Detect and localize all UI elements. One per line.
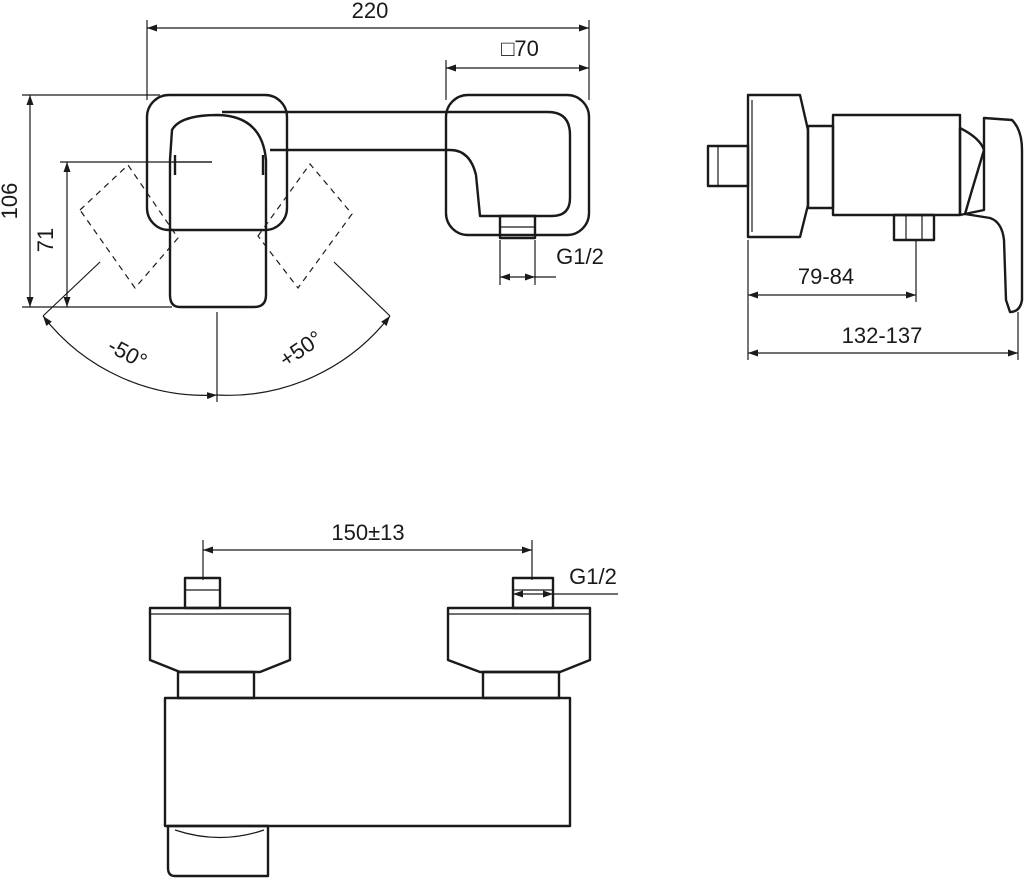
- handle-lever: [168, 113, 268, 309]
- connector-top-right: [481, 670, 561, 700]
- mixer-body-side: [831, 113, 962, 217]
- rosette-left: [145, 93, 289, 232]
- rosette-right: [444, 93, 591, 237]
- mixer-body-top: [163, 696, 572, 828]
- angle-right-label: +50°: [275, 326, 327, 373]
- front-view: 220 □70 106 71 G1/2 -50° +50°: [0, 0, 604, 402]
- dim-outlet-thread-label: G1/2: [556, 244, 604, 269]
- lever-profile: [963, 116, 1024, 314]
- rosette-top-left: [148, 606, 292, 674]
- dim-79-84-label: 79-84: [798, 264, 854, 289]
- dim-inlet-thread-label: G1/2: [569, 564, 617, 589]
- connector: [806, 124, 835, 210]
- dimension-rosette: □70: [446, 36, 589, 72]
- connector-top-left: [176, 670, 256, 700]
- inlet-stub-right: [511, 576, 555, 610]
- dim-106-label: 106: [0, 183, 22, 220]
- rosette-top-right: [446, 606, 592, 674]
- inlet-stub-left: [183, 576, 222, 610]
- angle-left-label: -50°: [104, 333, 152, 374]
- handle-ghost-left: [79, 164, 179, 289]
- dim-150-label: 150±13: [331, 520, 404, 545]
- rosette-profile: [746, 93, 810, 239]
- dimension-79-84: 79-84: [748, 264, 916, 299]
- dimension-inlet-thread: G1/2: [513, 564, 618, 598]
- handle-cap: [958, 126, 986, 217]
- top-view: 150±13 G1/2: [148, 520, 618, 878]
- dim-71-label: 71: [33, 228, 58, 252]
- dimension-106: 106: [0, 95, 34, 307]
- dimension-71: 71: [33, 162, 71, 307]
- dim-220-label: 220: [352, 0, 389, 23]
- side-view: 79-84 132-137: [706, 93, 1024, 360]
- dim-rosette-label: □70: [501, 36, 539, 61]
- handle-lever-top: [166, 824, 270, 878]
- dimension-132-137: 132-137: [748, 323, 1018, 357]
- dimension-outlet-thread: G1/2: [500, 244, 604, 281]
- handle-ghost-right: [257, 163, 353, 290]
- mixer-body-bar: [222, 110, 572, 218]
- dimension-220: 220: [147, 0, 589, 32]
- dim-132-137-label: 132-137: [842, 323, 923, 348]
- outlet-nut-side: [892, 213, 936, 242]
- inlet-stub: [706, 144, 750, 188]
- dimension-150: 150±13: [203, 520, 532, 554]
